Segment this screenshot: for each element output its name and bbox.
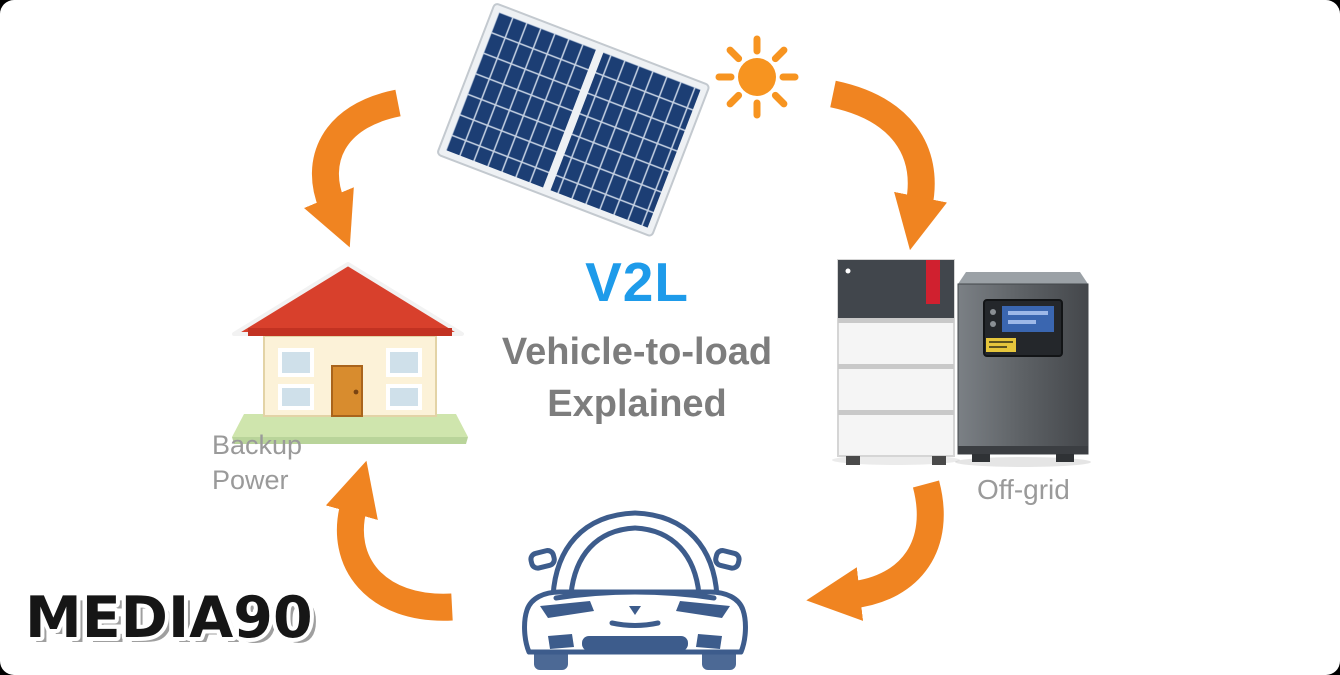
arrow-storage-to-car-icon: [806, 480, 944, 621]
center-text-block: V2L Vehicle-to-load Explained: [455, 250, 819, 431]
diagram-subtitle-line2: Explained: [547, 383, 727, 426]
watermark: MEDIA90 MEDIA90: [22, 581, 319, 656]
battery-icon: [832, 259, 960, 465]
house-icon: [232, 262, 468, 444]
watermark-shadow-text: MEDIA90: [31, 590, 319, 656]
inverter-icon: [955, 272, 1091, 467]
solar-panel-icon: [437, 3, 710, 237]
sun-icon: [715, 35, 799, 119]
cycle-arrows: [304, 80, 948, 621]
arrow-car-to-house-icon: [325, 460, 453, 621]
watermark-text: MEDIA90: [25, 585, 313, 651]
arrow-solar-to-storage-icon: [829, 80, 948, 251]
arrow-solar-to-house-icon: [304, 89, 402, 248]
backup-power-label: Backup Power: [212, 430, 303, 496]
diagram-subtitle-line1: Vehicle-to-load: [501, 331, 773, 373]
off-grid-label: Off-grid: [977, 474, 1070, 505]
diagram-title: V2L: [585, 251, 689, 313]
car-icon: [522, 510, 748, 670]
